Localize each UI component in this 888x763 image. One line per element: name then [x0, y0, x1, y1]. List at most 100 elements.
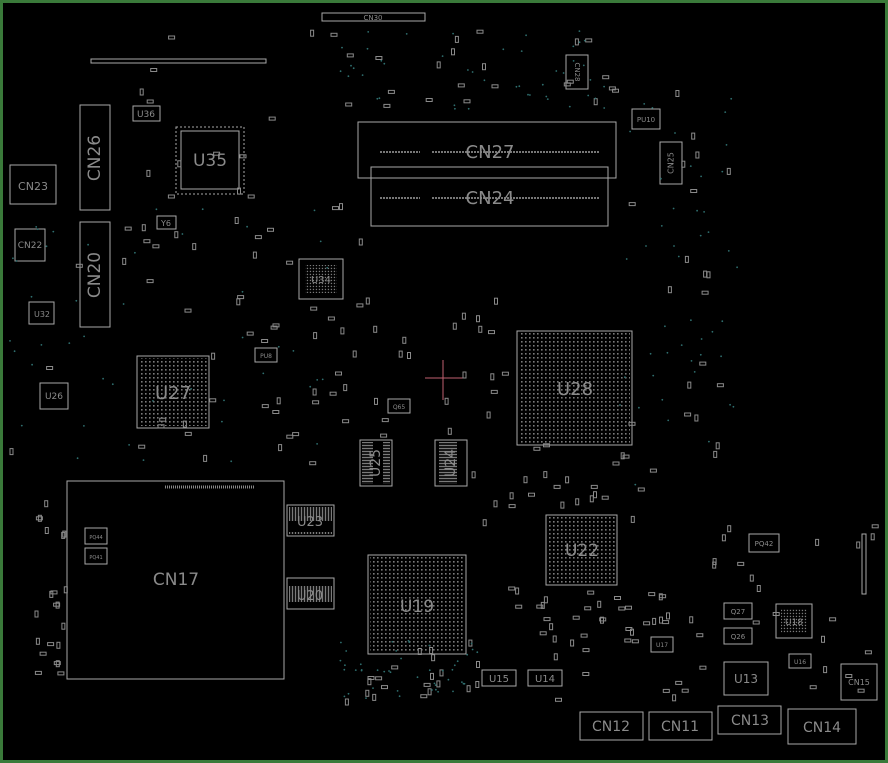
- connector-cn25[interactable]: CN25: [659, 141, 683, 185]
- chip-u22[interactable]: U22: [545, 514, 618, 586]
- chip-u25[interactable]: U25: [359, 439, 393, 487]
- cn12-label: CN12: [592, 719, 630, 735]
- passive-component: [721, 534, 726, 542]
- chip-u24[interactable]: U24: [434, 439, 468, 487]
- chip-pu10[interactable]: PU10: [631, 108, 661, 130]
- via-dot: [360, 669, 363, 671]
- connector-cn14[interactable]: CN14: [787, 708, 857, 745]
- via-dot: [515, 85, 518, 88]
- passive-component: [694, 414, 699, 422]
- passive-component: [343, 384, 348, 392]
- passive-component: [553, 653, 558, 661]
- passive-component: [471, 471, 476, 479]
- chip-u36[interactable]: U36: [132, 105, 161, 122]
- connector-cn28[interactable]: CN28: [565, 54, 589, 90]
- passive-component: [239, 154, 247, 159]
- transistor-q26[interactable]: Q26: [723, 627, 753, 645]
- via-dot: [400, 657, 402, 660]
- passive-component: [601, 495, 609, 500]
- chip-pq42[interactable]: PQ42: [748, 533, 780, 553]
- chip-u13[interactable]: U13: [723, 661, 769, 696]
- via-dot: [555, 70, 558, 72]
- via-dot: [674, 132, 676, 134]
- chip-u20[interactable]: U20: [286, 577, 335, 610]
- passive-component: [628, 202, 636, 207]
- via-dot: [111, 383, 114, 386]
- via-dot: [471, 71, 474, 73]
- chip-u32[interactable]: U32: [28, 301, 55, 325]
- passive-component: [387, 89, 395, 94]
- connector-cn17[interactable]: CN17: [66, 480, 285, 680]
- chip-u28[interactable]: U28: [516, 330, 633, 446]
- passive-component: [727, 525, 732, 533]
- passive-component: [699, 361, 707, 366]
- connector-cn20[interactable]: CN20: [79, 221, 111, 328]
- chip-u26[interactable]: U26: [39, 382, 69, 410]
- connector-cn12[interactable]: CN12: [579, 711, 644, 741]
- via-dot: [572, 45, 575, 48]
- chip-u18[interactable]: U18: [775, 603, 813, 639]
- connector-cn22[interactable]: CN22: [14, 228, 46, 262]
- chip-u16[interactable]: U16: [788, 653, 812, 669]
- chip-u15[interactable]: U15: [481, 669, 517, 687]
- chip-u35[interactable]: U35: [175, 126, 245, 195]
- passive-component: [490, 389, 498, 394]
- passive-component: [856, 541, 861, 549]
- transistor-q27[interactable]: Q27: [723, 602, 753, 620]
- connector-cn30[interactable]: CN30: [321, 12, 426, 22]
- passive-component: [716, 383, 724, 388]
- passive-component: [493, 500, 498, 508]
- passive-component: [63, 586, 68, 594]
- via-dot: [437, 690, 439, 693]
- chip-pu8[interactable]: PU8: [254, 347, 278, 363]
- passive-component: [167, 194, 175, 199]
- via-dot: [476, 651, 479, 654]
- passive-component: [75, 263, 83, 268]
- chip-u19[interactable]: U19: [367, 554, 467, 655]
- via-dot: [441, 55, 444, 57]
- via-dot: [729, 403, 731, 406]
- passive-component: [643, 621, 651, 626]
- via-dot: [416, 676, 419, 679]
- connector-cn24[interactable]: CN24: [370, 166, 609, 227]
- via-dot: [341, 46, 343, 49]
- passive-component: [124, 226, 132, 231]
- chip-u17[interactable]: U17: [650, 636, 674, 653]
- passive-component: [372, 693, 377, 701]
- connector-cn13[interactable]: CN13: [717, 705, 782, 735]
- via-dot: [724, 111, 727, 113]
- via-dot: [31, 363, 33, 366]
- u22-label: U22: [565, 541, 599, 561]
- via-dot: [529, 94, 531, 96]
- chip-u34[interactable]: U34: [298, 258, 344, 300]
- passive-component: [582, 648, 590, 653]
- via-dot: [689, 165, 692, 168]
- crystal-y6[interactable]: Y6: [156, 215, 177, 230]
- chip-u23[interactable]: U23: [286, 504, 335, 537]
- cn15-label: CN15: [848, 678, 870, 687]
- via-dot: [367, 31, 370, 33]
- connector-cn27[interactable]: CN27: [357, 121, 617, 179]
- connector-cn11[interactable]: CN11: [648, 711, 713, 741]
- u32-label: U32: [34, 310, 50, 319]
- chip-u14[interactable]: U14: [527, 669, 563, 687]
- passive-component: [375, 56, 383, 60]
- connector-cn15[interactable]: CN15: [840, 663, 878, 701]
- chip-u27[interactable]: U27: [136, 355, 210, 429]
- passive-component: [715, 442, 720, 450]
- passive-component: [539, 631, 547, 636]
- passive-component: [543, 596, 548, 604]
- connector-cn23[interactable]: CN23: [9, 164, 57, 205]
- via-dot: [711, 330, 714, 333]
- connector-cn26[interactable]: CN26: [79, 104, 111, 211]
- via-dot: [190, 388, 193, 390]
- chip-pq41[interactable]: PQ41: [84, 547, 108, 565]
- u14-label: U14: [535, 674, 555, 685]
- transistor-q65[interactable]: Q65: [387, 398, 411, 414]
- via-dot: [241, 290, 244, 293]
- via-dot: [316, 443, 318, 445]
- passive-component: [261, 404, 269, 409]
- chip-pq44[interactable]: PQ44: [84, 527, 108, 545]
- via-dot: [680, 344, 683, 346]
- passive-component: [381, 685, 388, 690]
